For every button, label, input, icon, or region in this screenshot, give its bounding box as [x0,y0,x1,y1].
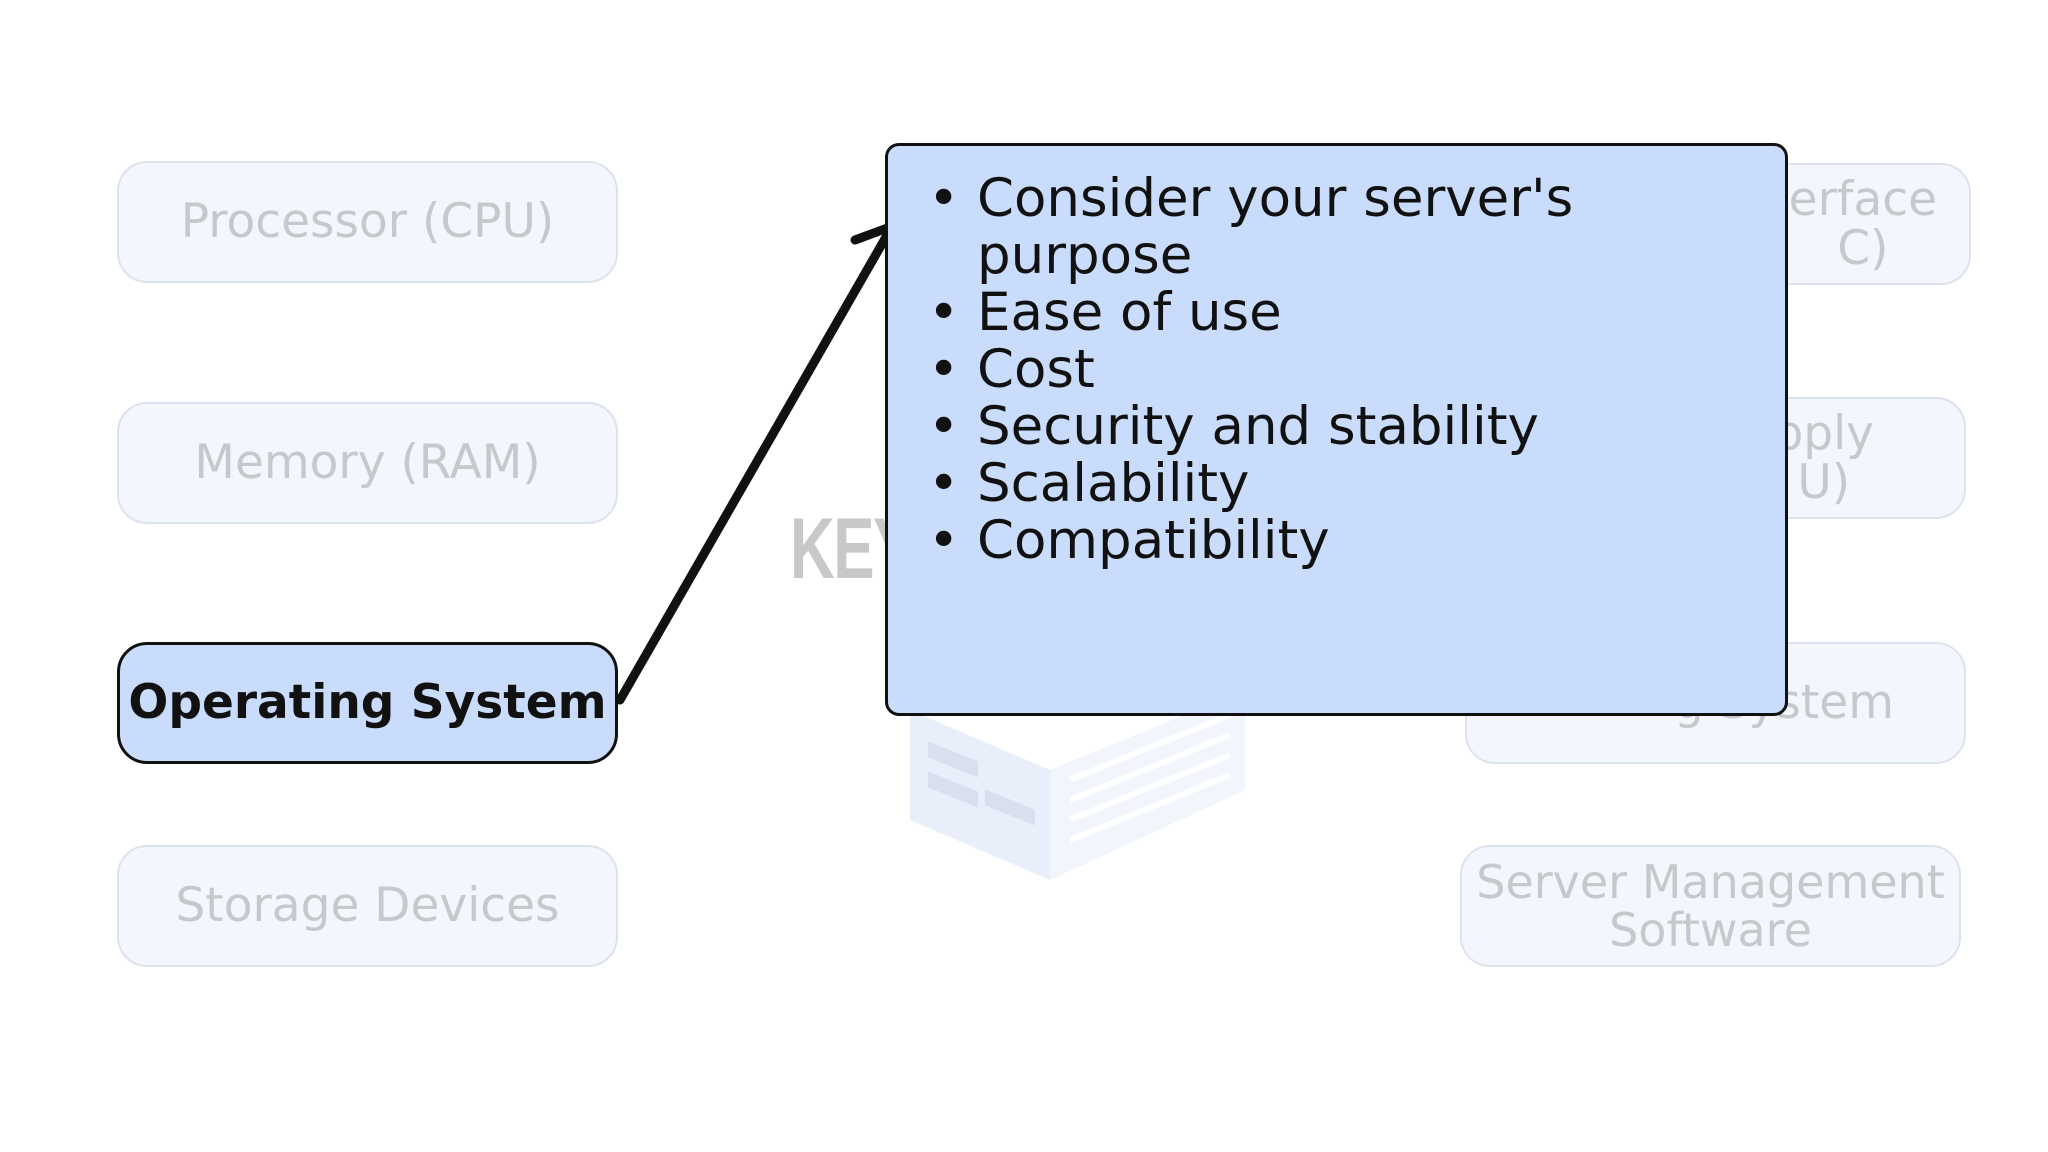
node-network-interface-label: erface C) [1788,171,1937,276]
detail-item: Scalability [928,455,1755,512]
server-icon [910,690,1245,880]
detail-item: Cost [928,341,1755,398]
node-processor[interactable]: Processor (CPU) [117,161,618,283]
detail-item: Consider your server's purpose [928,170,1755,284]
detail-item: Security and stability [928,398,1755,455]
detail-popup: Consider your server's purpose Ease of u… [885,143,1788,716]
node-memory[interactable]: Memory (RAM) [117,402,618,524]
node-memory-label: Memory (RAM) [194,435,541,491]
node-processor-label: Processor (CPU) [180,194,555,250]
node-server-management[interactable]: Server Management Software [1460,845,1961,967]
detail-item: Ease of use [928,284,1755,341]
node-power-supply-label: pply U) [1773,405,1874,510]
node-server-management-label: Server Management Software [1476,854,1945,957]
detail-list: Consider your server's purpose Ease of u… [928,170,1755,569]
node-operating-system[interactable]: Operating System [117,642,618,764]
node-operating-system-label: Operating System [128,675,607,731]
detail-item: Compatibility [928,512,1755,569]
node-storage[interactable]: Storage Devices [117,845,618,967]
node-storage-label: Storage Devices [175,878,560,934]
